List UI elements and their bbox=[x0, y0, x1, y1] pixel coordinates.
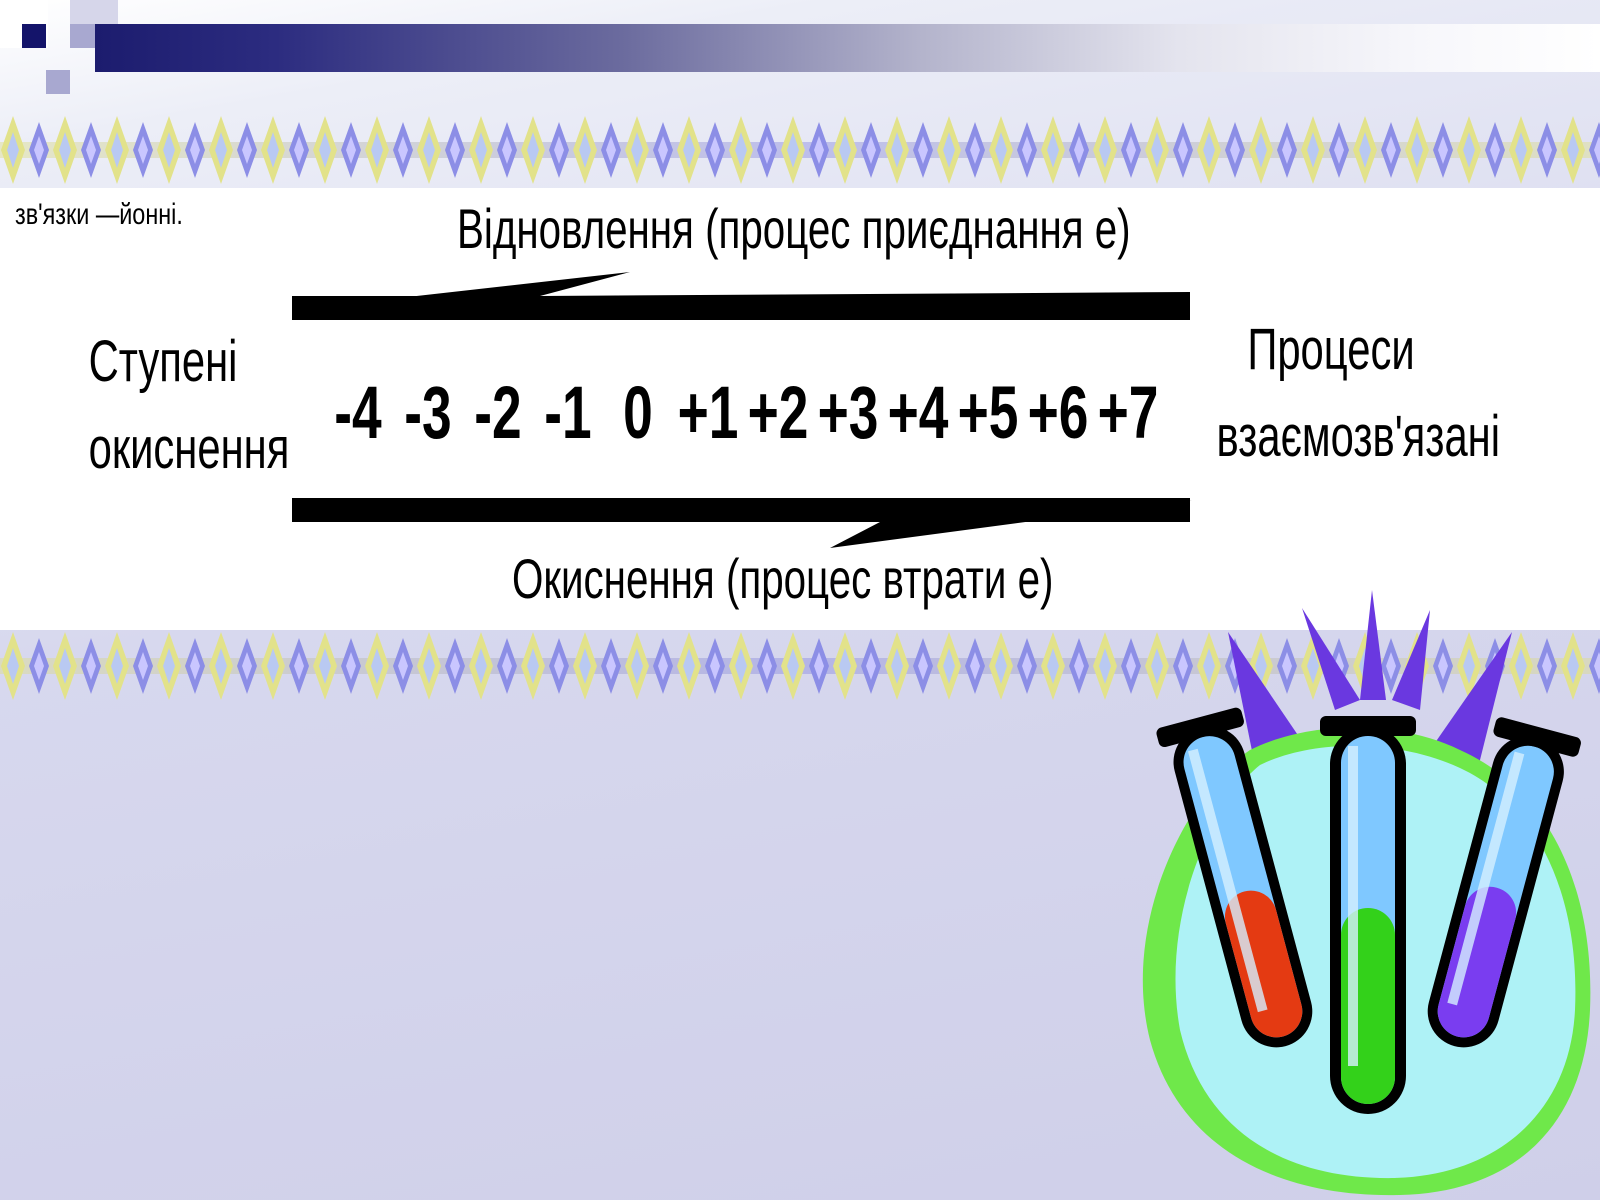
oxidation-states-label-line1: Ступені bbox=[88, 329, 238, 394]
oxidation-state--1: -1 bbox=[544, 371, 592, 454]
deco-square-2 bbox=[22, 24, 46, 48]
reduction-arrow bbox=[292, 272, 1190, 320]
oxidation-state-+5: +5 bbox=[957, 371, 1019, 454]
reduction-label: Відновлення (процес приєднання е) bbox=[457, 197, 1131, 260]
oxidation-label: Окиснення (процес втрати е) bbox=[512, 547, 1054, 610]
oxidation-state-+3: +3 bbox=[817, 371, 879, 454]
zigzag-band-top bbox=[0, 112, 1600, 188]
oxidation-arrow bbox=[292, 498, 1192, 548]
test-tubes-clipart bbox=[1142, 590, 1591, 1196]
oxidation-state-0: 0 bbox=[623, 371, 653, 454]
diagram-panel bbox=[0, 188, 1600, 630]
green-tube bbox=[1320, 716, 1416, 1114]
oxidation-state-+2: +2 bbox=[747, 371, 809, 454]
deco-square-3 bbox=[70, 0, 118, 24]
oxidation-state-+4: +4 bbox=[887, 371, 949, 454]
oxidation-state-+6: +6 bbox=[1027, 371, 1089, 454]
oxidation-state-+1: +1 bbox=[677, 371, 739, 454]
red-tube bbox=[1156, 707, 1313, 1048]
violet-tube bbox=[1427, 717, 1581, 1048]
oxidation-state--3: -3 bbox=[404, 371, 452, 454]
oxidation-state-+7: +7 bbox=[1097, 371, 1159, 454]
processes-label-line1: Процеси bbox=[1247, 317, 1415, 382]
deco-square-5 bbox=[46, 70, 70, 94]
text-fragment: зв'язки —йонні. bbox=[15, 198, 183, 231]
header-bar bbox=[95, 24, 1600, 72]
oxidation-state--4: -4 bbox=[334, 371, 382, 454]
oxidation-state--2: -2 bbox=[474, 371, 522, 454]
